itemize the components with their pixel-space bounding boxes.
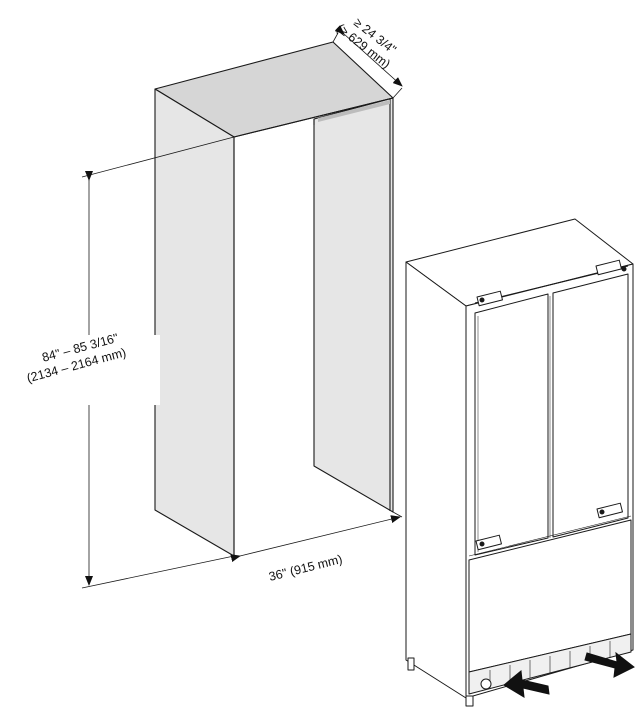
- refrigerator: [405, 218, 634, 707]
- height-extension-top: [81, 136, 235, 178]
- fridge-door-left: [474, 293, 549, 556]
- depth-extension-2: [392, 87, 403, 99]
- niche-inner-lip: [318, 100, 390, 122]
- width-dimension-line: [230, 515, 401, 563]
- airflow-arrows: [503, 651, 635, 698]
- width-label: 36" (915 mm): [267, 552, 343, 584]
- hinge-top-left: [476, 290, 503, 307]
- niche-left-panel: [154, 88, 235, 557]
- fridge-door-right: [552, 273, 629, 538]
- niche-right-panel: [313, 97, 394, 513]
- arrow-out-icon: [584, 651, 635, 678]
- height-extension-bottom: [81, 555, 235, 589]
- arrow-in-icon: [503, 670, 550, 698]
- fridge-base-knob: [480, 678, 492, 690]
- fridge-side: [405, 261, 467, 699]
- width-extension: [392, 511, 403, 518]
- niche: [154, 41, 394, 557]
- depth-dimension-line: [334, 25, 403, 87]
- hinge-top-right: [595, 259, 622, 276]
- hinge-bottom-right: [596, 502, 623, 519]
